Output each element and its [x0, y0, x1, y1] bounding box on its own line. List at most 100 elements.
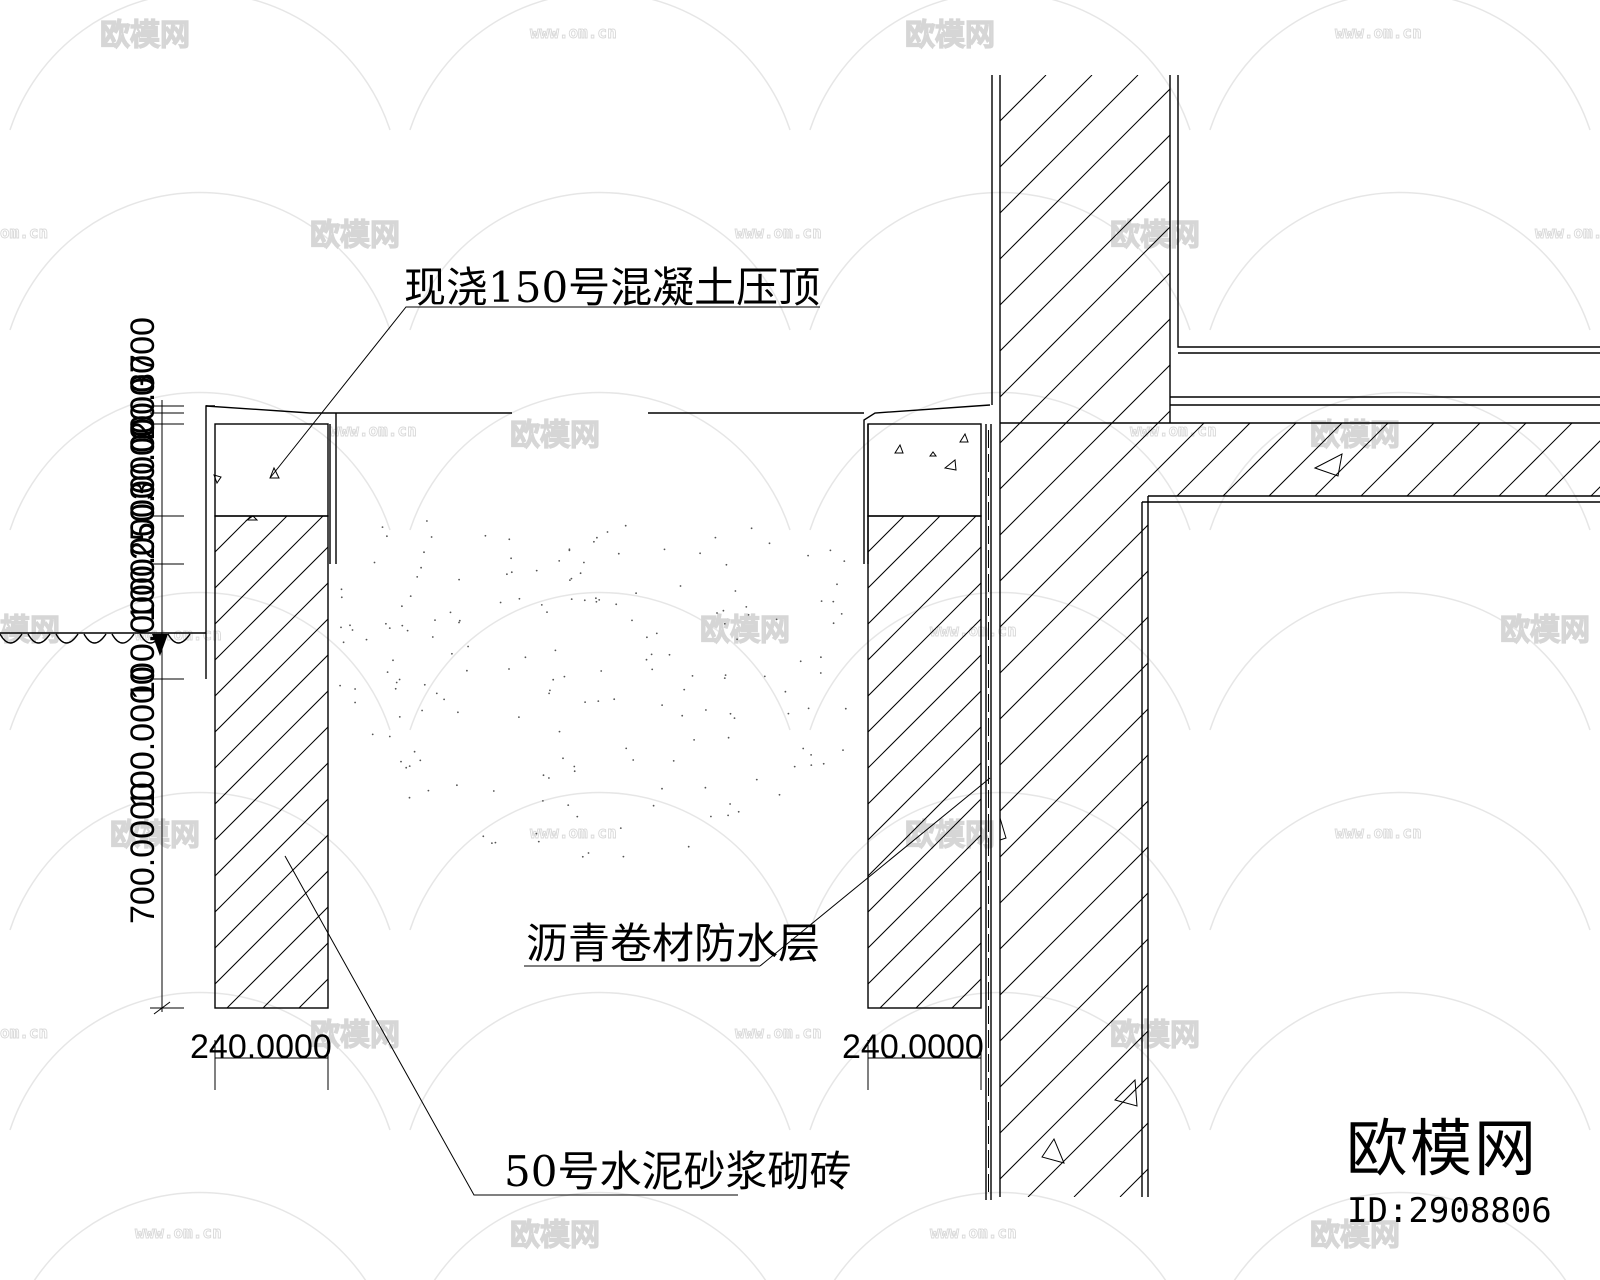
watermark-logo: 欧模网 [1310, 1218, 1400, 1253]
fill-dot [458, 578, 460, 581]
hatch-line [1168, 516, 1600, 1008]
brand-id-text: ID:2908806 [1347, 1191, 1552, 1231]
fill-dot [569, 579, 571, 581]
fill-dot [716, 612, 718, 614]
fill-dot [558, 730, 561, 733]
watermark-arc [33, 1191, 367, 1280]
dim-label-37: 37 [124, 354, 162, 392]
fill-dot [584, 701, 586, 703]
left-concrete-coping [205, 405, 337, 679]
fill-dot [787, 712, 790, 715]
hatch-line [215, 654, 328, 769]
fill-dot [552, 678, 555, 681]
fill-dot [349, 624, 351, 627]
watermark-arc [409, 991, 791, 1131]
leader-lines [269, 306, 991, 1196]
fill-dot [624, 524, 627, 527]
fill-dot [467, 645, 469, 648]
fill-dot [542, 774, 545, 777]
watermark-arc [409, 0, 791, 131]
fill-dot [491, 842, 493, 844]
fill-dot [650, 653, 653, 656]
watermark-arc [1209, 791, 1591, 931]
fill-dot [426, 520, 428, 522]
fill-dot [672, 760, 675, 762]
hatch-line [1000, 75, 1599, 1197]
hatch-line [215, 516, 216, 517]
watermark-arc [9, 991, 391, 1131]
fill-dot [729, 803, 731, 805]
hatch-line [868, 870, 981, 985]
fill-dot [844, 707, 847, 710]
fill-dot [705, 709, 707, 711]
hatch-line [1240, 516, 1600, 1008]
watermark-arc [9, 191, 391, 331]
fill-dot [508, 668, 510, 670]
hatch-line [1132, 516, 1600, 1008]
hatch-line [1060, 516, 1552, 1008]
watermark-url: www.om.cn [735, 1023, 822, 1042]
fill-dot [778, 793, 781, 796]
fill-dot [807, 707, 810, 710]
hatch-line [1312, 516, 1600, 1008]
watermark-logo: 欧模网 [100, 18, 190, 53]
fill-dot [714, 536, 717, 539]
hatch-line [226, 906, 328, 1008]
fill-dot [724, 674, 727, 676]
fill-dot [381, 526, 384, 528]
brand-logo-text: 欧模网 [1346, 1112, 1538, 1185]
fill-dot [733, 717, 736, 719]
fill-dot [408, 765, 411, 767]
hatch-line [215, 834, 328, 949]
brick-wall-label: 50号水泥砂浆砌砖 [504, 1147, 851, 1196]
fill-dot [537, 840, 540, 843]
fill-dot [747, 614, 750, 616]
fill-dot [681, 714, 684, 717]
fill-dot [568, 548, 571, 551]
watermark-arc [1209, 391, 1591, 531]
watermark-arc [1209, 991, 1591, 1131]
left-wall-width-dimension: 240.0000 [190, 1028, 332, 1066]
fill-dot [398, 716, 401, 718]
fill-dot [423, 551, 425, 554]
fill-dot [619, 827, 622, 829]
watermark-logo: 欧模网 [1500, 613, 1590, 648]
fill-dot [558, 560, 561, 562]
hatch-line [915, 942, 981, 1008]
waterproof-layer-label: 沥青卷材防水层 [526, 919, 820, 968]
fill-dot [699, 552, 701, 555]
fill-dot [763, 675, 766, 678]
fill-dot [340, 588, 343, 591]
fill-dot [388, 735, 391, 738]
fill-dot [449, 611, 452, 614]
fill-dot [832, 600, 835, 603]
watermark-logo: 欧模网 [310, 218, 400, 253]
fill-dot [406, 629, 409, 632]
watermark-url: www.om.cn [135, 1223, 222, 1242]
watermark-logo: 欧模网 [1110, 1018, 1200, 1053]
fill-dot [595, 597, 597, 600]
fill-dot [587, 852, 590, 854]
watermark-logo: 欧模网 [510, 418, 600, 453]
watermark-arc [409, 591, 791, 731]
fill-dot [819, 672, 822, 674]
fill-dot [668, 653, 671, 656]
fill-dot [807, 554, 809, 557]
fill-dot [443, 698, 445, 701]
fill-dot [548, 777, 550, 779]
hatch-line [1096, 516, 1588, 1008]
dim-label-20: 20.0000 [124, 317, 162, 440]
fill-dot [573, 765, 576, 768]
watermark-url: www.om.cn [530, 23, 617, 42]
fill-dot [600, 670, 603, 672]
watermark-url: www.om.cn [330, 421, 417, 440]
fill-dot [704, 786, 707, 789]
fill-dot [723, 622, 726, 625]
fill-dot [625, 747, 628, 750]
hatch-line [868, 546, 981, 661]
fill-dot [339, 684, 341, 687]
fill-dot [727, 736, 730, 739]
fill-dot [456, 784, 458, 787]
fill-dot [606, 531, 609, 533]
